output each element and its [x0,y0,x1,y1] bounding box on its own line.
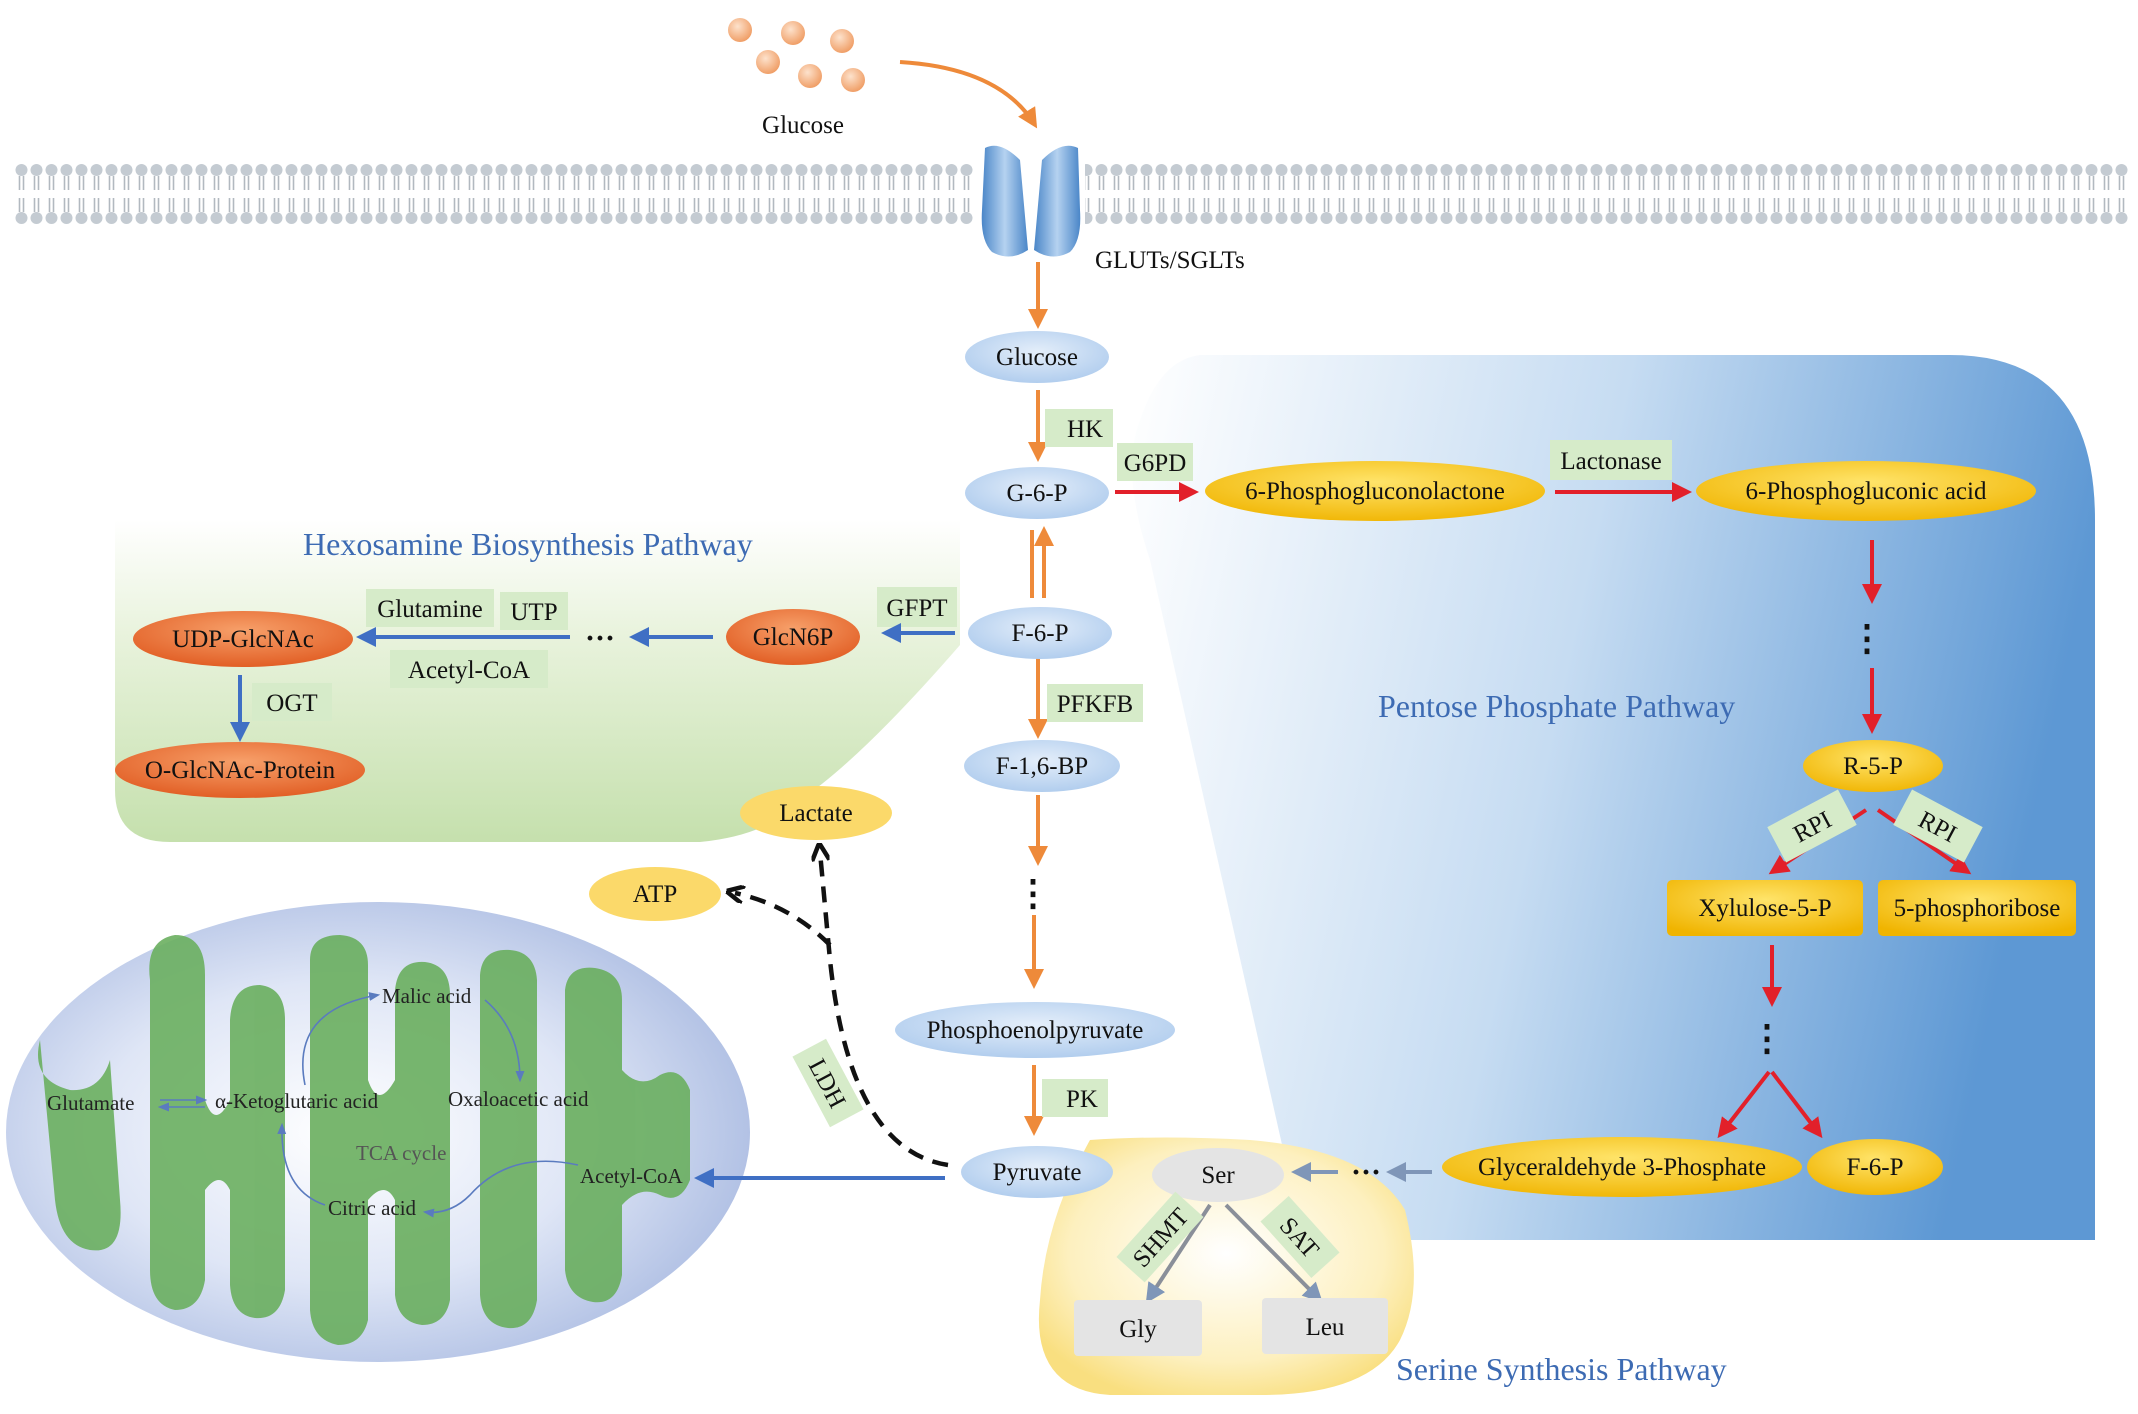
ldh-dashed-arrow [820,852,949,1168]
svg-text:6-Phosphogluconolactone: 6-Phosphogluconolactone [1245,478,1505,505]
hbp-title: Hexosamine Biosynthesis Pathway [303,526,753,562]
svg-text:F-1,6-BP: F-1,6-BP [996,753,1088,780]
svg-text:ATP: ATP [633,881,677,908]
ppp-node-g3p: Glyceraldehyde 3-Phosphate [1442,1137,1802,1197]
ppp-dots-1: ⋮ [1849,618,1885,658]
tca-citric: Citric acid [328,1196,417,1220]
hbp-node-glcn6p: GlcN6P [726,609,860,665]
glucose-molecules [728,18,865,92]
enzyme-pfkfb: PFKFB [1047,684,1143,722]
ppp-node-phosphoribose: 5-phosphoribose [1878,880,2076,936]
svg-text:Lactate: Lactate [779,800,853,827]
tca-malic: Malic acid [382,984,472,1008]
ppp-node-gluconic-acid: 6-Phosphogluconic acid [1696,461,2036,521]
ppp-title: Pentose Phosphate Pathway [1378,688,1735,724]
svg-text:HK: HK [1067,416,1103,443]
ppp-dots-2: ⋮ [1749,1018,1785,1058]
enzyme-gfpt: GFPT [877,587,957,627]
enzyme-g6pd: G6PD [1117,443,1193,481]
enzyme-hk: HK [1045,409,1113,447]
glycolysis-node-f16bp: F-1,6-BP [964,740,1120,792]
enzyme-pk: PK [1042,1079,1108,1117]
svg-text:Glucose: Glucose [996,344,1078,371]
svg-text:Gly: Gly [1119,1316,1157,1343]
svg-text:Acetyl-CoA: Acetyl-CoA [408,657,530,684]
serine-title: Serine Synthesis Pathway [1396,1351,1727,1387]
enzyme-ogt: OGT [252,683,332,721]
node-atp: ATP [589,867,721,921]
hbp-node-o-glcnac-protein: O-GlcNAc-Protein [115,742,365,798]
svg-text:GFPT: GFPT [886,595,947,622]
serine-node-gly: Gly [1074,1300,1202,1356]
svg-text:R-5-P: R-5-P [1843,753,1903,780]
serine-node-leu: Leu [1262,1298,1388,1354]
substrate-utp: UTP [500,592,568,630]
svg-text:PFKFB: PFKFB [1057,691,1133,718]
svg-text:Glutamine: Glutamine [377,596,483,623]
glycolysis-node-pep: Phosphoenolpyruvate [895,1002,1175,1058]
tca-oxalo: Oxaloacetic acid [448,1087,589,1111]
glycolysis-dots: ⋮ [1015,873,1051,913]
svg-text:Glyceraldehyde 3-Phosphate: Glyceraldehyde 3-Phosphate [1478,1154,1766,1181]
svg-text:F-6-P: F-6-P [1012,620,1069,647]
ppp-node-f6p: F-6-P [1807,1139,1943,1195]
svg-text:6-Phosphogluconic acid: 6-Phosphogluconic acid [1746,478,1987,505]
substrate-glutamine: Glutamine [366,589,494,627]
enzyme-lactonase: Lactonase [1550,440,1672,480]
glucose-transporter-channel [975,145,1085,257]
node-lactate: Lactate [740,786,892,840]
tca-glutamate: Glutamate [47,1091,134,1115]
glycolysis-node-glucose: Glucose [965,331,1109,383]
svg-text:GlcN6P: GlcN6P [753,624,834,651]
hbp-node-udp-glcnac: UDP-GlcNAc [133,611,353,667]
glycolysis-arrows [1024,262,1054,1136]
hbp-dots: ··· [585,622,615,655]
ppp-node-gluconolactone: 6-Phosphogluconolactone [1205,461,1545,521]
svg-text:Ser: Ser [1201,1162,1235,1189]
serine-dots: ··· [1351,1156,1381,1189]
ppp-node-r5p: R-5-P [1803,740,1943,792]
ppp-region [1132,355,2095,1240]
enzyme-ldh: LDH [792,1038,864,1128]
ppp-node-xylulose: Xylulose-5-P [1667,880,1863,936]
svg-text:F-6-P: F-6-P [1847,1154,1904,1181]
substrate-acetyl-coa: Acetyl-CoA [390,650,548,688]
svg-text:OGT: OGT [266,690,317,717]
svg-text:5-phosphoribose: 5-phosphoribose [1894,895,2061,922]
tca-akg: α-Ketoglutaric acid [215,1089,379,1113]
mito-cristae [38,935,690,1345]
svg-text:Xylulose-5-P: Xylulose-5-P [1698,895,1831,922]
glucose-outside-label: Glucose [762,112,844,139]
serine-node-ser: Ser [1152,1148,1284,1202]
svg-text:Pyruvate: Pyruvate [993,1159,1082,1186]
svg-text:Leu: Leu [1306,1314,1345,1341]
svg-text:PK: PK [1066,1086,1098,1113]
tca-cycle-label: TCA cycle [356,1141,446,1165]
glycolysis-node-pyruvate: Pyruvate [961,1146,1113,1198]
svg-text:Lactonase: Lactonase [1560,448,1661,475]
glycolysis-node-g6p: G-6-P [965,467,1109,519]
transporter-label: GLUTs/SGLTs [1095,247,1245,274]
svg-text:Phosphoenolpyruvate: Phosphoenolpyruvate [927,1017,1144,1044]
svg-text:O-GlcNAc-Protein: O-GlcNAc-Protein [145,757,336,784]
tca-cycle: Glutamate α-Ketoglutaric acid Malic acid… [47,984,683,1220]
glycolysis-node-f6p: F-6-P [968,607,1112,659]
tca-acetyl-coa: Acetyl-CoA [580,1164,683,1188]
svg-text:G-6-P: G-6-P [1006,480,1067,507]
svg-text:UDP-GlcNAc: UDP-GlcNAc [172,626,314,653]
svg-text:G6PD: G6PD [1124,450,1187,477]
svg-text:UTP: UTP [510,599,557,626]
